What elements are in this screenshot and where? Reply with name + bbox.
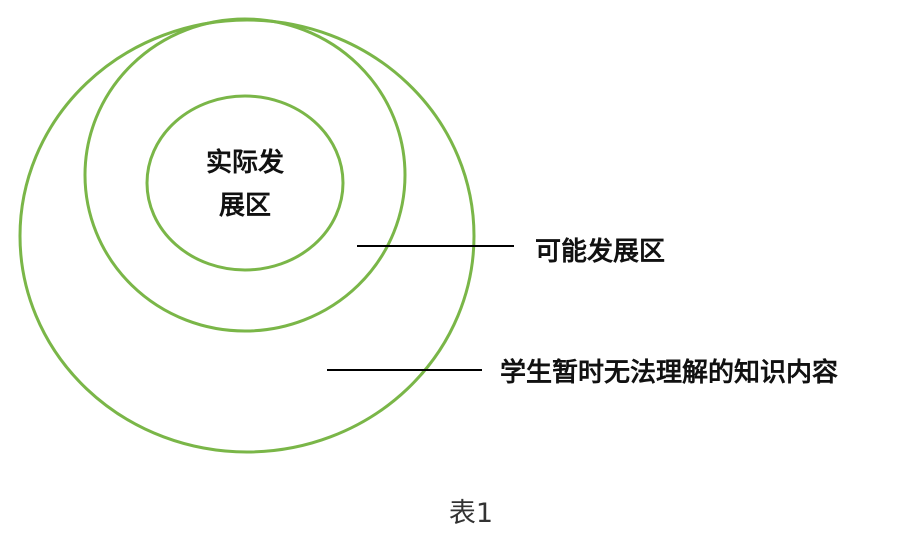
outer-zone-label: 学生暂时无法理解的知识内容: [500, 357, 838, 388]
actual-zone-label-line1: 实际发: [206, 147, 284, 178]
potential-zone-label: 可能发展区: [535, 236, 665, 267]
outer-zone-ring: [18, 18, 476, 454]
figure-caption: 表1: [449, 498, 493, 529]
potential-zone-ring: [83, 17, 407, 333]
actual-zone-ring: [145, 94, 345, 272]
actual-zone-label-line2: 展区: [219, 191, 271, 221]
